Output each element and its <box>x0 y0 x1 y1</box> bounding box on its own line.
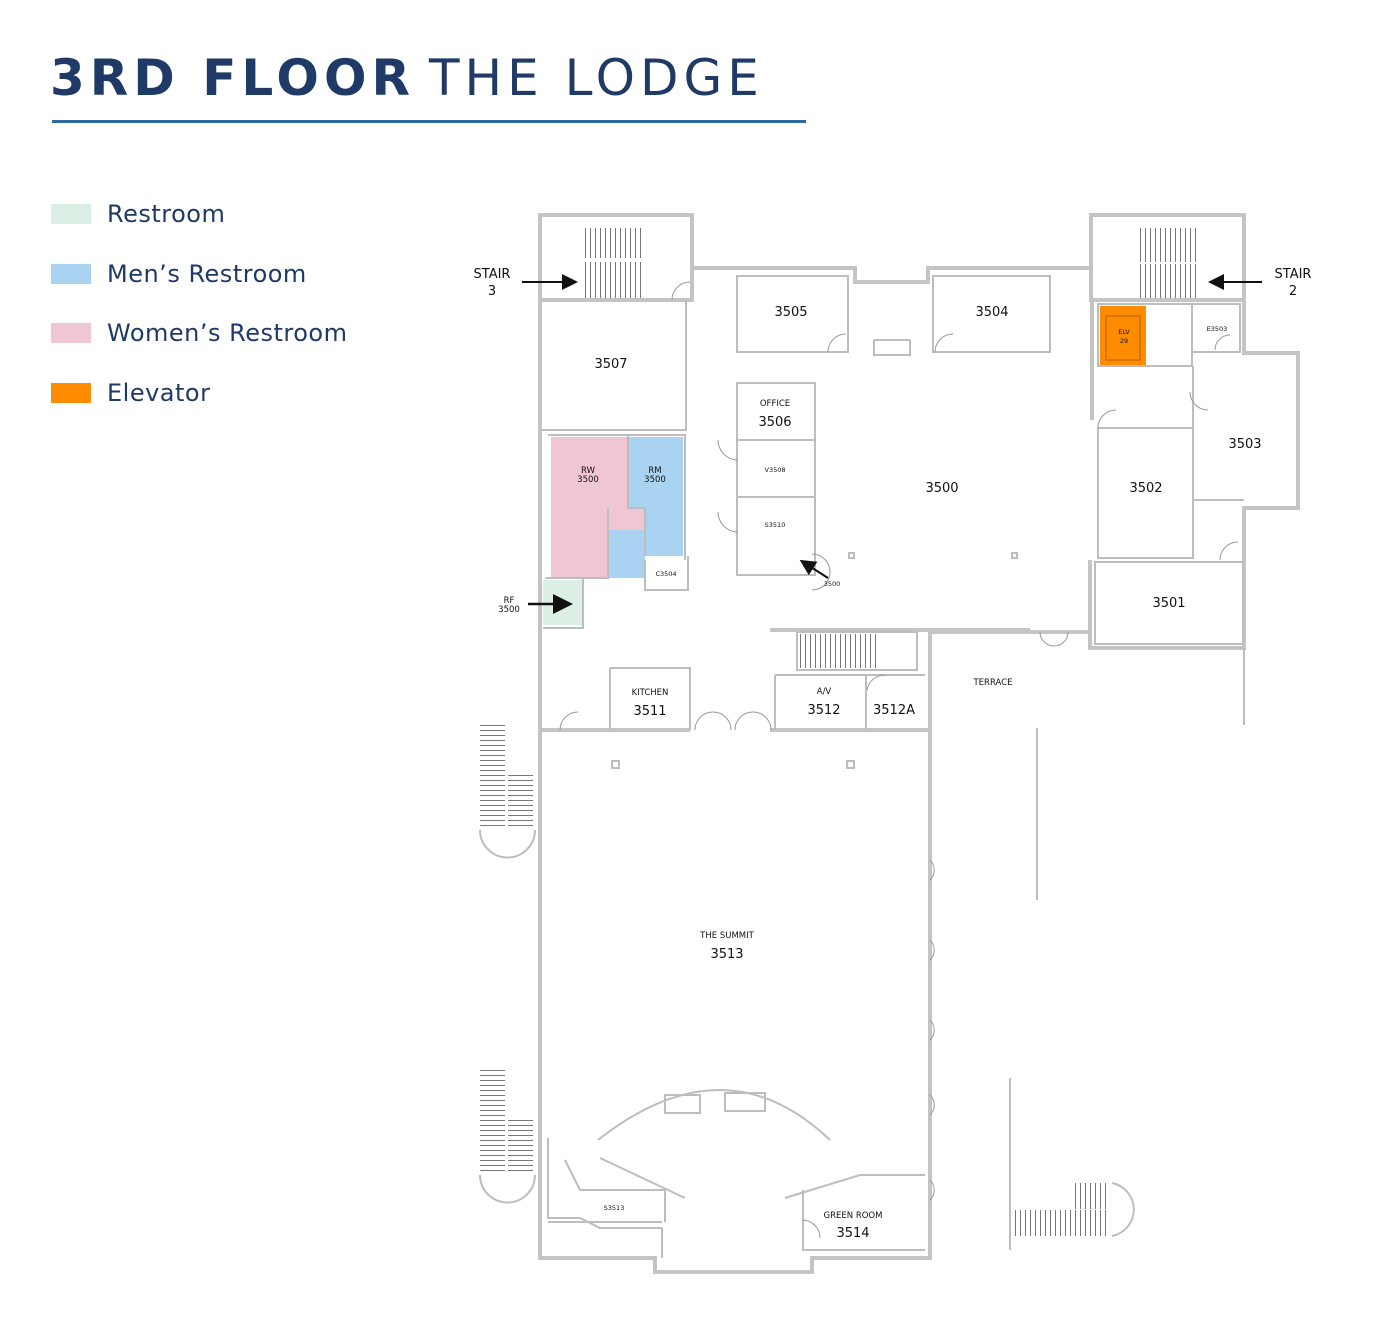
stair-3-label: STAIR <box>474 267 511 282</box>
legend-swatch <box>51 382 91 403</box>
legend-label: Women’s Restroom <box>107 319 348 347</box>
legend-item-womens: Women’s Restroom <box>51 317 348 349</box>
exterior-stair <box>480 1070 505 1175</box>
room-3512: 3512 <box>807 703 840 718</box>
room-3502: 3502 <box>1129 481 1162 496</box>
walls <box>538 213 1300 1274</box>
room-3504: 3504 <box>975 305 1008 320</box>
summit-label: THE SUMMIT <box>699 931 754 941</box>
legend-item-mens: Men’s Restroom <box>51 258 348 290</box>
stair-2-label: STAIR <box>1275 267 1312 282</box>
room-3501: 3501 <box>1152 596 1185 611</box>
exterior-stair-landing <box>479 829 536 859</box>
room-e3503: E3503 <box>1207 325 1228 333</box>
stair-3-flight <box>585 262 645 298</box>
womens-restroom-label: RW <box>581 466 596 476</box>
terrace-label: TERRACE <box>972 678 1012 688</box>
restroom-label: RF <box>504 596 515 606</box>
closet-arrow <box>799 559 829 579</box>
exterior-stair <box>480 725 505 830</box>
room-3500: 3500 <box>925 481 958 496</box>
elevator-label: ELV <box>1118 328 1130 336</box>
green-room-label: GREEN ROOM <box>824 1211 883 1221</box>
room-3512a: 3512A <box>873 703 915 718</box>
stair-2-flight <box>1138 228 1198 262</box>
terrace-stair-landing <box>1111 1182 1135 1237</box>
room-3511: 3511 <box>633 704 666 719</box>
exterior-stair <box>508 1120 533 1175</box>
room-3503: 3503 <box>1228 437 1261 452</box>
mens-restroom-label: RM <box>648 466 661 476</box>
restroom-number: 3500 <box>498 605 520 615</box>
restroom-fill <box>543 580 583 625</box>
room-3514: 3514 <box>836 1226 869 1241</box>
legend-swatch <box>51 263 91 284</box>
title-building: THE LODGE <box>428 49 764 107</box>
kitchen-label: KITCHEN <box>632 688 669 698</box>
office-label: OFFICE <box>760 399 790 409</box>
legend-item-restroom: Restroom <box>51 198 348 230</box>
room-c3504: C3504 <box>655 570 676 578</box>
title-floor: 3RD FLOOR <box>50 49 415 107</box>
closet-3500-label: 3500 <box>824 580 841 588</box>
room-3505: 3505 <box>774 305 807 320</box>
exterior-stair <box>508 775 533 830</box>
elevator-number: 29 <box>1120 337 1128 345</box>
womens-restroom-number: 3500 <box>577 475 599 485</box>
mens-restroom-number: 3500 <box>644 475 666 485</box>
legend-label: Restroom <box>107 200 226 228</box>
legend: Restroom Men’s Restroom Women’s Restroom… <box>51 198 348 436</box>
stair-3-flight <box>585 228 645 258</box>
stair-2-flight <box>1138 264 1198 298</box>
legend-swatch <box>51 323 91 343</box>
womens-restroom-fill-ext <box>608 508 645 530</box>
legend-swatch <box>51 204 91 224</box>
stair-3-number: 3 <box>488 284 496 299</box>
title-underline <box>52 120 806 123</box>
room-3506: 3506 <box>758 415 791 430</box>
terrace-stair <box>1008 1210 1110 1236</box>
room-s3513: S3513 <box>604 1204 625 1212</box>
room-s3510: S3510 <box>765 521 786 529</box>
exterior-stair-landing <box>479 1174 536 1204</box>
stair-2-number: 2 <box>1289 284 1297 299</box>
av-label: A/V <box>817 687 832 697</box>
legend-item-elevator: Elevator <box>51 377 348 409</box>
room-v3508: V3508 <box>765 466 786 474</box>
doors <box>559 281 1239 1239</box>
terrace-stair <box>1072 1183 1110 1209</box>
legend-label: Men’s Restroom <box>107 259 307 288</box>
room-3507: 3507 <box>594 357 627 372</box>
central-stair <box>798 634 876 668</box>
room-3513: 3513 <box>710 947 743 962</box>
elevator-car <box>1105 315 1141 361</box>
legend-label: Elevator <box>107 378 211 407</box>
